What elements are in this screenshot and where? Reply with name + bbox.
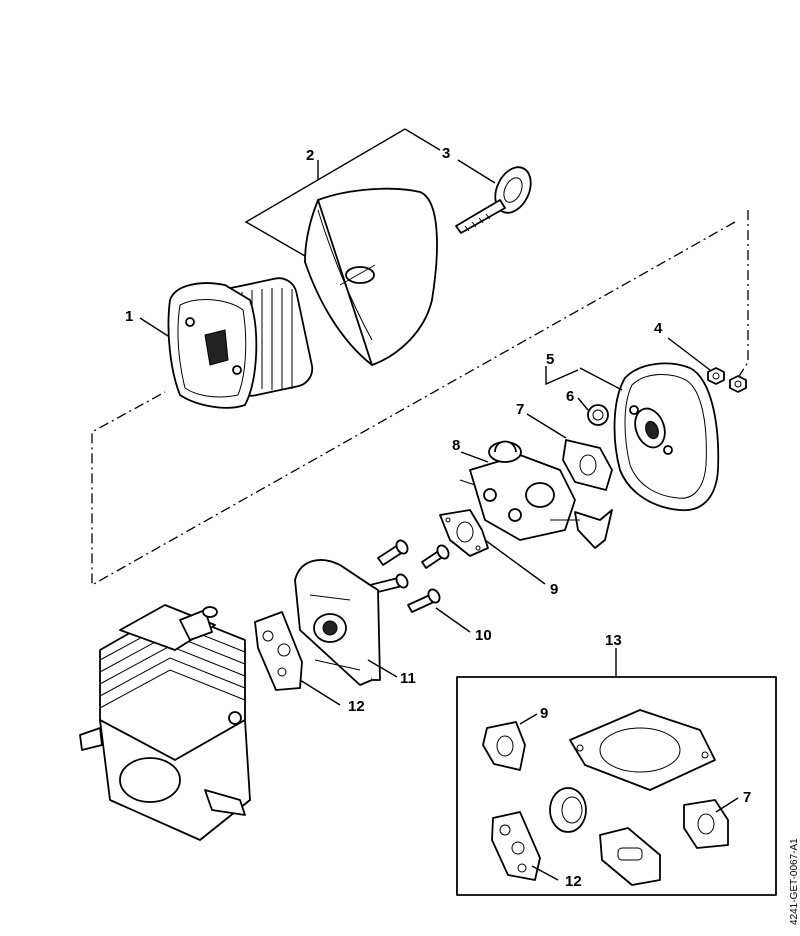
part-4-nuts[interactable]	[707, 367, 747, 393]
kit-muffler-gasket[interactable]	[599, 827, 661, 886]
kit-callout-9: 9	[540, 705, 548, 722]
part-2-filter-cover[interactable]	[304, 187, 438, 366]
callout-2: 2	[306, 147, 314, 164]
part-7-gasket[interactable]	[562, 439, 613, 491]
callout-13: 13	[605, 632, 622, 649]
callout-4: 4	[654, 320, 663, 337]
kit-shaft-seal[interactable]	[549, 787, 587, 833]
kit-callout-7: 7	[743, 789, 751, 806]
part-12-gasket[interactable]	[254, 611, 303, 691]
part-6-grommet[interactable]	[587, 404, 609, 426]
callout-6: 6	[566, 388, 574, 405]
kit-cylinder-gasket[interactable]	[569, 709, 716, 791]
part-1-air-filter[interactable]	[167, 275, 315, 409]
callout-3: 3	[442, 145, 450, 162]
callout-numbers: 2 3 1 4 5 6 7 8 9 10 11 12 13 9 7 12	[125, 145, 751, 890]
part-5-filter-base[interactable]	[613, 362, 720, 512]
callout-11: 11	[400, 670, 416, 687]
callout-7: 7	[516, 401, 524, 418]
reference-code: 4241-GET-0067-A1	[789, 838, 800, 925]
part-9-gasket[interactable]	[439, 509, 489, 557]
kit-callout-12: 12	[565, 873, 582, 890]
leader-lines	[139, 128, 739, 881]
kit-part-9-gasket[interactable]	[482, 721, 526, 771]
part-3-knob-screw[interactable]	[455, 161, 538, 234]
callout-8: 8	[452, 437, 460, 454]
callout-12: 12	[348, 698, 365, 715]
callout-5: 5	[546, 351, 554, 368]
callout-9: 9	[550, 581, 558, 598]
kit-part-12-gasket[interactable]	[491, 811, 541, 881]
part-8-carburetor[interactable]	[459, 440, 613, 549]
part-11-intake-manifold[interactable]	[294, 559, 381, 686]
callout-10: 10	[475, 627, 492, 644]
assembly-path-line	[91, 210, 749, 587]
engine-block	[79, 604, 251, 841]
callout-1: 1	[125, 308, 133, 325]
